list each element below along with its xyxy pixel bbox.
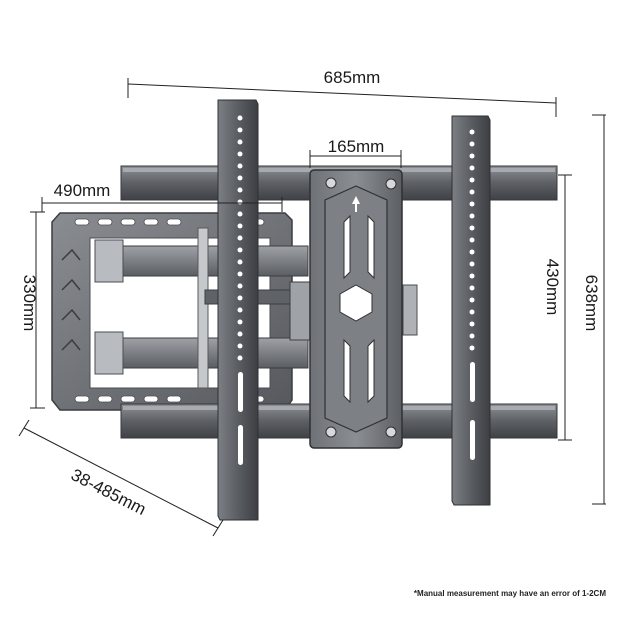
dimension-wall-plate-height-label: 330mm — [20, 275, 39, 332]
dimension-lines — [18, 78, 606, 537]
dimension-extension-label: 38-485mm — [68, 465, 149, 519]
dimension-height-line — [592, 114, 606, 505]
dimension-spacing-vertical-line — [558, 174, 572, 441]
dimension-spacing-horizontal-line — [309, 150, 402, 168]
dimension-wall-plate-width-label: 490mm — [54, 181, 111, 200]
dimension-spacing-vertical-label: 430mm — [543, 259, 562, 316]
dimension-wall-plate-height-line — [30, 211, 45, 409]
dimension-width-line — [127, 78, 557, 117]
dimension-extension-line — [18, 419, 224, 537]
dimension-height-label: 638mm — [582, 275, 601, 332]
dimension-width-label: 685mm — [324, 68, 381, 87]
measurement-note: *Manual measurement may have an error of… — [414, 589, 606, 598]
right-vertical-post — [451, 115, 491, 506]
left-vertical-post — [217, 99, 259, 521]
center-plate — [309, 169, 403, 449]
dimension-spacing-horizontal-label: 165mm — [328, 137, 385, 156]
dimension-wall-plate-width-line — [41, 197, 283, 212]
